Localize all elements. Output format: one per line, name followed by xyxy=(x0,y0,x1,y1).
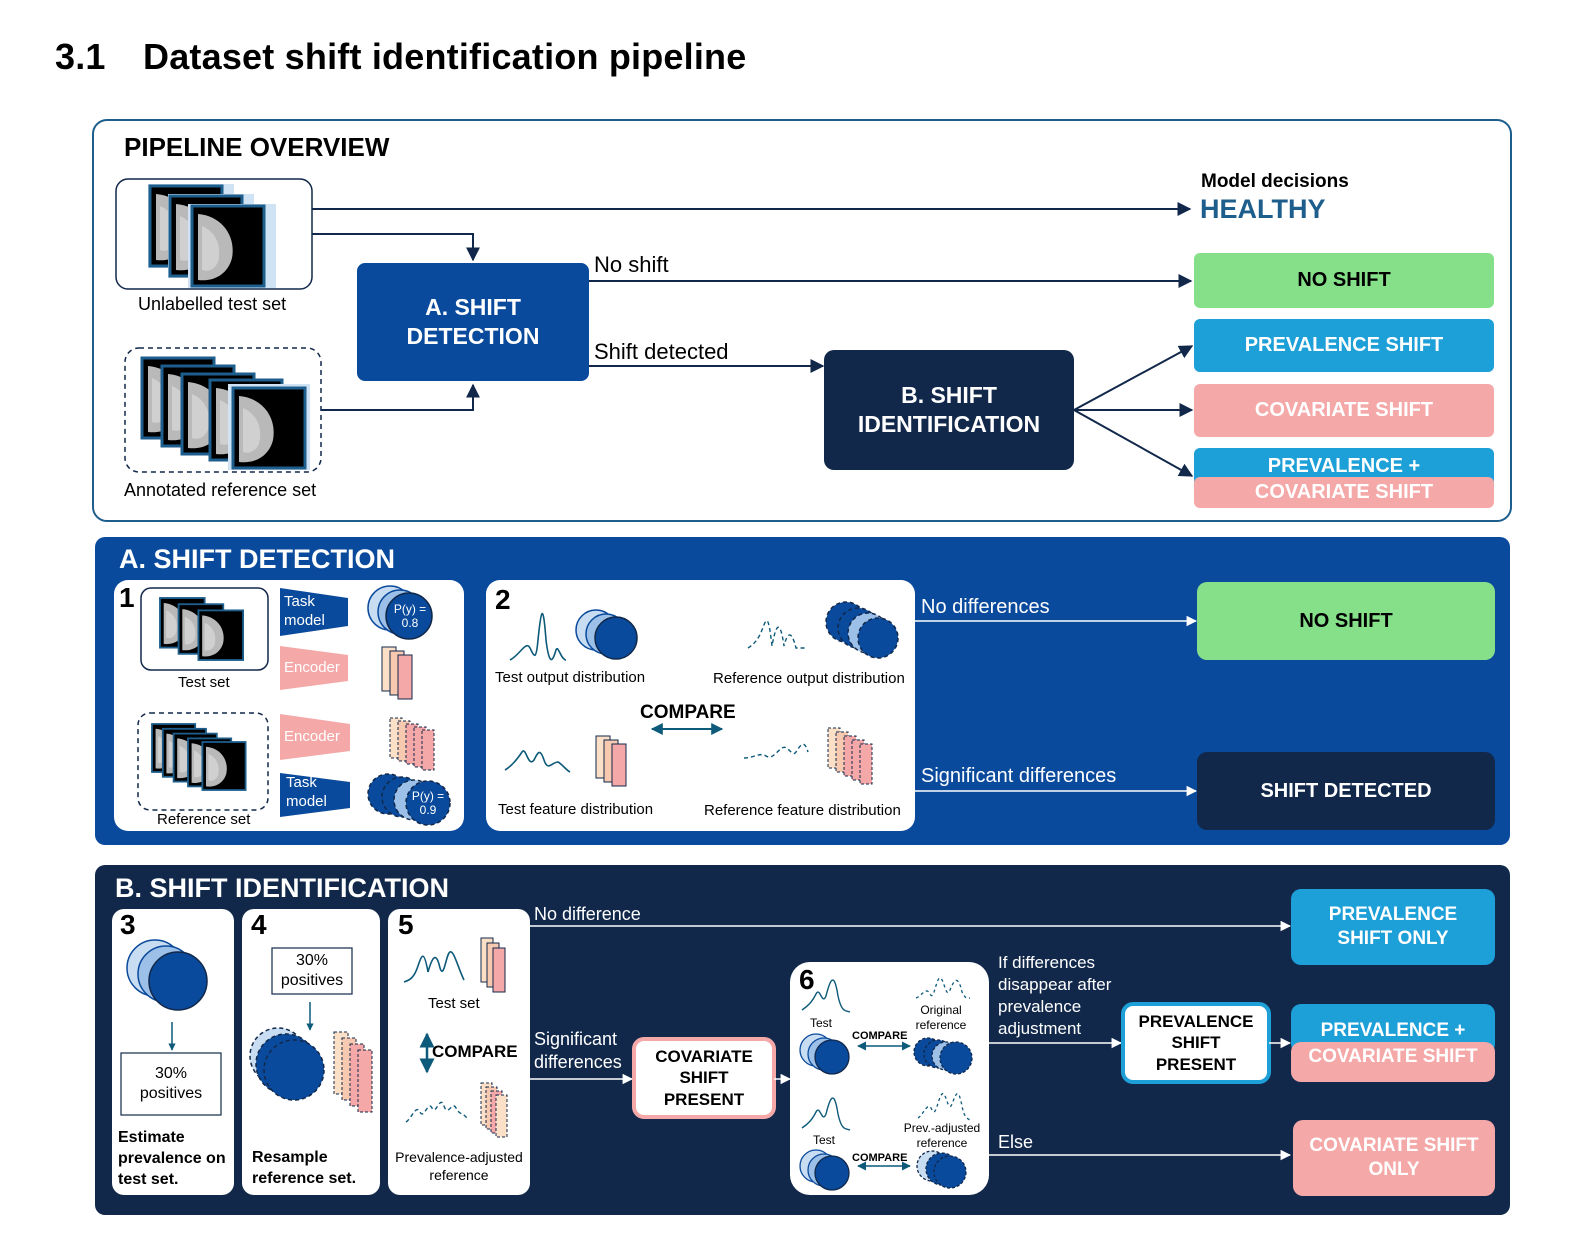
covariate-only-bg xyxy=(1293,1120,1495,1196)
step2-number: 2 xyxy=(495,584,511,615)
ref-output-label: Reference output distribution xyxy=(713,670,905,687)
step5-test-curve xyxy=(403,951,465,983)
step4-positives: 30% positives xyxy=(280,952,344,989)
reference-set-label: Reference set xyxy=(157,811,251,828)
healthy-label: HEALTHY xyxy=(1200,194,1326,224)
outcome-prevalence-shift: PREVALENCE SHIFT xyxy=(1244,334,1444,356)
outcome-no-shift: NO SHIFT xyxy=(1297,269,1391,291)
covariate-only: COVARIATE SHIFT ONLY xyxy=(1309,1135,1479,1180)
combo-top: PREVALENCE + xyxy=(1320,1020,1466,1042)
unlabelled-mammo-stack xyxy=(148,184,276,288)
no-shift-edge-label: No shift xyxy=(594,252,669,277)
step3-positives: 30% positives xyxy=(139,1065,203,1102)
identification-title: B. SHIFT IDENTIFICATION xyxy=(115,873,449,903)
test-set-label: Test set xyxy=(178,674,230,691)
step5-compare-label: COMPARE xyxy=(432,1042,518,1061)
py-ref-label: P(y) = 0.9 xyxy=(411,789,445,818)
step6-original-reference-label: Original reference xyxy=(915,1003,967,1032)
detection-no-shift: NO SHIFT xyxy=(1299,609,1393,632)
test-feature-label: Test feature distribution xyxy=(498,801,654,818)
ref-feature-label: Reference feature distribution xyxy=(704,802,901,819)
outcome-no-shift-bg xyxy=(1194,253,1494,308)
step6-test-curve-2 xyxy=(801,1097,851,1131)
step6-prev-adjusted-label: Prev.-adjusted reference xyxy=(903,1121,981,1150)
combo-bottom-bg xyxy=(1291,1042,1495,1082)
step6-compare-label-1: COMPARE xyxy=(852,1030,908,1042)
outcome-covariate-bg xyxy=(1194,384,1494,437)
annotated-mammo-stack xyxy=(140,356,310,470)
detection-no-shift-bg xyxy=(1197,582,1495,660)
detection-title: A. SHIFT DETECTION xyxy=(119,544,395,574)
no-differences-label: No differences xyxy=(921,596,1050,618)
step4-number: 4 xyxy=(251,909,267,940)
estimate-label: Estimate prevalence on test set. xyxy=(118,1129,226,1188)
step6-prev-ref-curve xyxy=(917,1093,971,1121)
model-decisions-label: Model decisions xyxy=(1201,171,1349,192)
shift-detected-edge-label: Shift detected xyxy=(594,339,729,364)
prevalence-only-bg xyxy=(1291,889,1495,965)
section-number: 3.1 xyxy=(55,36,106,77)
else-label: Else xyxy=(998,1132,1034,1152)
compare-label-a: COMPARE xyxy=(640,702,736,723)
section-title: 3.1 Dataset shift identification pipeline xyxy=(55,36,746,78)
if-differences-label: If differences disappear after prevalenc… xyxy=(998,953,1112,1039)
prevalence-only: PREVALENCE SHIFT ONLY xyxy=(1328,904,1458,949)
step6-test-label-2: Test xyxy=(813,1133,836,1147)
unlabelled-label: Unlabelled test set xyxy=(138,294,287,314)
task-model-label-2: Task model xyxy=(286,774,327,810)
step6-number: 6 xyxy=(799,964,815,995)
test-output-curve xyxy=(509,612,567,661)
overview-title: PIPELINE OVERVIEW xyxy=(124,132,390,162)
step6-compare-label-2: COMPARE xyxy=(852,1152,908,1164)
encoder-shape-1 xyxy=(280,646,348,690)
shift-identification-node xyxy=(824,350,1074,470)
significant-differences-b-label: Significant differences xyxy=(534,1029,622,1072)
encoder-label-1: Encoder xyxy=(284,659,340,676)
step3-number: 3 xyxy=(120,909,136,940)
covariate-present-bg xyxy=(632,1037,776,1119)
shift-identification-label: B. SHIFT IDENTIFICATION xyxy=(857,382,1041,437)
step6-test-curve-1 xyxy=(801,979,851,1013)
step6-test-label-1: Test xyxy=(810,1016,833,1030)
combo-top-bg xyxy=(1291,1004,1495,1054)
overview-panel xyxy=(92,119,1512,522)
significant-differences-label: Significant differences xyxy=(921,765,1117,787)
outcome-combo-bottom-bg xyxy=(1194,477,1494,508)
outcome-combo-top: PREVALENCE + xyxy=(1267,454,1421,477)
py-test-label: P(y) = 0.8 xyxy=(393,602,427,631)
step1-number: 1 xyxy=(119,582,135,613)
outcome-covariate-shift: COVARIATE SHIFT xyxy=(1254,399,1434,421)
prevalence-present: PREVALENCE SHIFT PRESENT xyxy=(1138,1012,1254,1074)
test-feature-curve xyxy=(504,750,571,773)
encoder-shape-2 xyxy=(280,714,350,760)
combo-bottom: COVARIATE SHIFT xyxy=(1308,1046,1478,1068)
covariate-present: COVARIATE SHIFT PRESENT xyxy=(655,1047,753,1109)
shift-detection-node xyxy=(357,263,589,381)
step4-positives-box xyxy=(271,947,353,995)
task-model-shape-1 xyxy=(280,588,348,636)
resample-label: Resample reference set. xyxy=(252,1149,357,1187)
annotated-label: Annotated reference set xyxy=(124,480,317,500)
shift-detection-label: A. SHIFT DETECTION xyxy=(406,294,540,349)
no-difference-label: No difference xyxy=(534,904,641,924)
task-model-shape-2 xyxy=(280,773,350,817)
task-model-label-1: Task model xyxy=(284,593,325,629)
step6-card xyxy=(790,962,989,1195)
ref-output-curve xyxy=(747,620,806,649)
detection-shift-detected: SHIFT DETECTED xyxy=(1260,779,1432,802)
step5-prev-adjusted-label: Prevalence-adjusted reference xyxy=(395,1149,523,1183)
detection-shift-detected-bg xyxy=(1197,752,1495,830)
step5-test-set-label: Test set xyxy=(428,995,480,1012)
outcome-prevalence-bg xyxy=(1194,319,1494,372)
step3-positives-box xyxy=(120,1052,222,1116)
step5-number: 5 xyxy=(398,909,414,940)
test-output-label: Test output distribution xyxy=(495,669,646,686)
section-heading: Dataset shift identification pipeline xyxy=(143,36,747,77)
ref-feature-curve xyxy=(743,743,809,759)
outcome-combo-bottom: COVARIATE SHIFT xyxy=(1254,480,1434,503)
encoder-label-2: Encoder xyxy=(284,728,340,745)
